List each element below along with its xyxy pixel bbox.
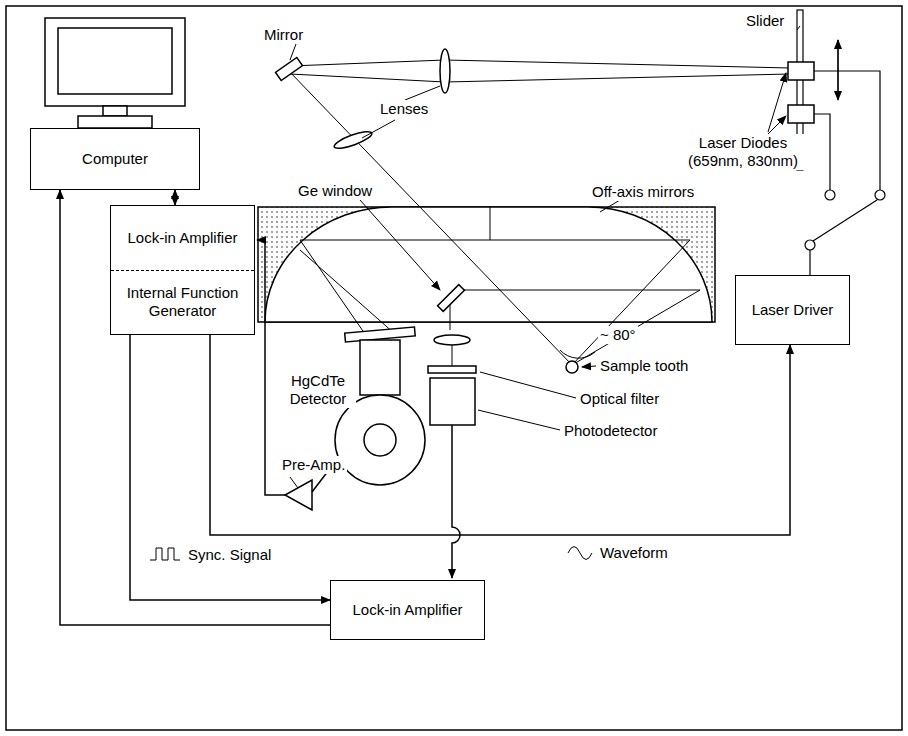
part-label: Pre-Amp.	[280, 456, 347, 474]
mirror-block	[258, 207, 715, 322]
signal-wire	[174, 190, 176, 205]
slide-arrow	[837, 40, 838, 100]
ge-window	[438, 285, 465, 312]
sine-symbol	[568, 547, 592, 560]
part-label: Laser Diodes (659nm, 830nm)	[680, 134, 806, 170]
laser-diode	[788, 105, 814, 123]
mirror-dome	[265, 207, 712, 322]
switch	[805, 71, 885, 275]
monitor	[45, 18, 185, 128]
lock-in-box: Lock-in AmplifierInternal Function Gener…	[110, 205, 255, 335]
box-label: Computer	[31, 129, 199, 189]
part-label: ~ 80°	[598, 326, 638, 344]
lens	[332, 128, 373, 151]
part-label: Sample tooth	[598, 357, 690, 375]
part-label: HgCdTe Detector	[280, 372, 356, 408]
laser-diode	[788, 62, 814, 80]
lens	[434, 335, 470, 345]
sample-tooth	[566, 361, 578, 373]
part-label: Optical filter	[578, 390, 661, 408]
box-label: Lock-in Amplifier	[111, 206, 254, 270]
pre-amp	[285, 480, 312, 510]
wire	[452, 425, 460, 578]
signal-wire	[210, 335, 790, 535]
signal-label: Waveform	[598, 544, 670, 562]
lock-in-box: Lock-in Amplifier	[330, 580, 485, 640]
optical-filter	[428, 366, 476, 373]
photodetector	[430, 378, 475, 425]
part-label: Ge window	[296, 182, 374, 200]
laser-beam	[288, 60, 790, 365]
part-label: Off-axis mirrors	[590, 183, 696, 201]
part-label: Mirror	[262, 26, 305, 44]
pulse-symbol	[150, 548, 180, 560]
frame	[6, 6, 902, 730]
part-label: Lenses	[378, 100, 430, 118]
angle-arc	[560, 350, 595, 358]
lens	[440, 49, 450, 93]
laser-driver-box: Laser Driver	[735, 275, 850, 345]
computer-box: Computer	[30, 128, 200, 190]
part-label: Photodetector	[562, 422, 659, 440]
divider	[490, 207, 491, 240]
mirror	[275, 57, 302, 80]
light-path	[452, 345, 453, 366]
box-label: Lock-in Amplifier	[331, 581, 484, 639]
signal-label: Sync. Signal	[186, 546, 273, 564]
part-label: Slider	[744, 12, 786, 30]
box-label: Laser Driver	[736, 276, 849, 344]
leader-lines	[290, 26, 800, 488]
box-label: Internal Function Generator	[111, 270, 254, 335]
